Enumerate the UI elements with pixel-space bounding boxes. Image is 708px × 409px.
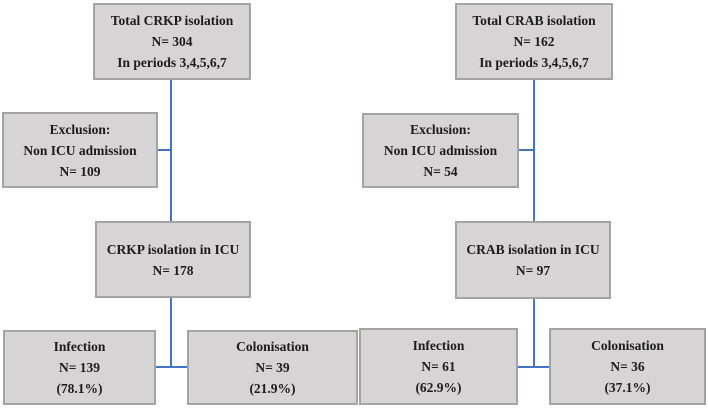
crkp-total-n: N= 304 [151, 34, 193, 49]
crkp-icu-n: N= 178 [152, 262, 194, 278]
crab-icu-box: CRAB isolation in ICU N= 97 [455, 221, 611, 299]
crkp-infection-box: Infection N= 139 (78.1%) [3, 330, 156, 405]
crkp-connector-vertical-bottom [170, 298, 172, 368]
crkp-colonisation-title: Colonisation [236, 339, 309, 354]
crkp-infection-n: N= 139 [58, 360, 101, 375]
crkp-icu-title: CRKP isolation in ICU [106, 241, 240, 257]
crkp-exclusion-title: Exclusion: [49, 121, 111, 137]
crab-exclusion-box: Exclusion: Non ICU admission N= 54 [362, 113, 519, 188]
crab-infection-n: N= 61 [421, 359, 456, 374]
crab-connector-exclusion-branch [519, 149, 533, 151]
crab-exclusion-reason: Non ICU admission [383, 143, 498, 158]
crab-colonisation-box: Colonisation N= 36 (37.1%) [549, 328, 706, 405]
crkp-icu-box: CRKP isolation in ICU N= 178 [95, 221, 251, 298]
crab-total-title: Total CRAB isolation [472, 13, 596, 28]
crab-connector-vertical-top [533, 80, 535, 221]
crkp-total-title: Total CRKP isolation [110, 13, 234, 28]
crab-colonisation-pct: (37.1%) [604, 380, 651, 395]
crab-icu-title: CRAB isolation in ICU [466, 242, 600, 257]
crab-exclusion-n: N= 54 [423, 164, 458, 179]
crkp-connector-vertical-top [170, 80, 172, 221]
crab-total-n: N= 162 [513, 34, 555, 49]
crkp-exclusion-reason: Non ICU admission [23, 142, 137, 158]
crab-infection-pct: (62.9%) [415, 380, 462, 395]
crab-icu-n: N= 97 [515, 263, 551, 278]
crkp-exclusion-box: Exclusion: Non ICU admission N= 109 [2, 112, 158, 188]
crkp-connector-exclusion-branch [158, 149, 171, 151]
crkp-exclusion-n: N= 109 [59, 163, 101, 179]
crkp-infection-title: Infection [53, 339, 106, 354]
crkp-connector-split-horizontal [156, 366, 187, 368]
crab-infection-title: Infection [412, 338, 465, 353]
crkp-colonisation-pct: (21.9%) [249, 381, 296, 396]
crab-colonisation-title: Colonisation [591, 338, 664, 353]
crab-total-periods: In periods 3,4,5,6,7 [479, 55, 589, 70]
crkp-total-periods: In periods 3,4,5,6,7 [117, 55, 227, 70]
crkp-total-box: Total CRKP isolation N= 304 In periods 3… [93, 3, 251, 80]
crab-infection-box: Infection N= 61 (62.9%) [359, 328, 518, 405]
crab-total-box: Total CRAB isolation N= 162 In periods 3… [455, 3, 613, 80]
crkp-infection-pct: (78.1%) [56, 381, 103, 396]
crkp-colonisation-box: Colonisation N= 39 (21.9%) [187, 330, 358, 405]
crkp-colonisation-n: N= 39 [255, 360, 290, 375]
crab-connector-vertical-bottom [533, 299, 535, 368]
crab-connector-split-horizontal [518, 366, 550, 368]
crab-colonisation-n: N= 36 [610, 359, 645, 374]
crab-exclusion-title: Exclusion: [410, 122, 471, 137]
